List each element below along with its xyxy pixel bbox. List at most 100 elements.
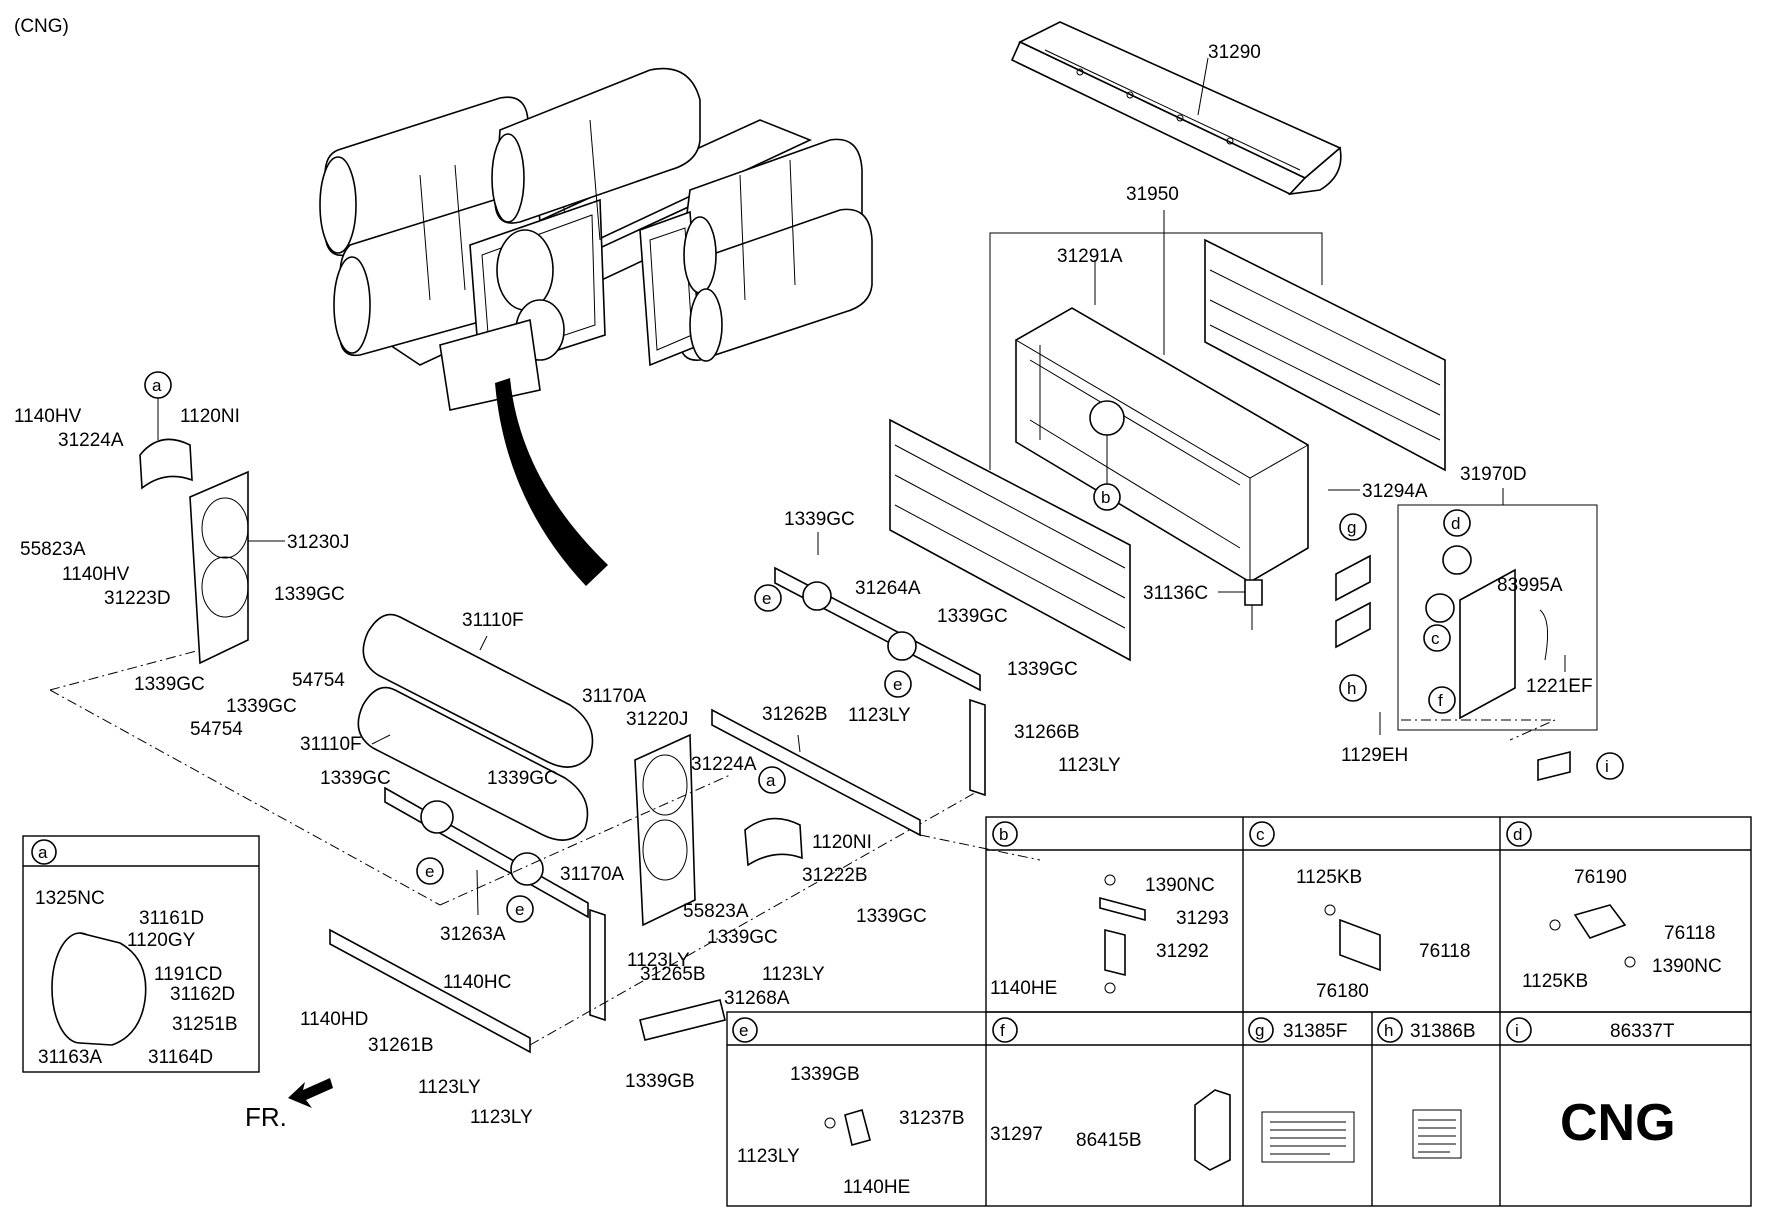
label-1339GC-i: 1339GC	[1007, 659, 1078, 680]
inset-h-part: 31386B	[1410, 1021, 1476, 1042]
label-31263A: 31263A	[440, 924, 506, 945]
callout-a-main: a	[152, 376, 162, 395]
callout-a-center: a	[766, 771, 776, 790]
inset-a-31251B: 31251B	[172, 1014, 238, 1035]
label-1123LY-d: 1123LY	[470, 1107, 533, 1128]
inset-e-31237B: 31237B	[899, 1108, 965, 1129]
label-55823A-a: 55823A	[20, 539, 86, 560]
label-31224A-a: 31224A	[58, 430, 124, 451]
inset-c: c 1125KB 76118 76180	[1249, 821, 1470, 1002]
label-1120NI-a: 1120NI	[180, 406, 240, 427]
inset-i-cng-text: CNG	[1560, 1094, 1676, 1152]
inset-c-1125KB: 1125KB	[1296, 867, 1362, 888]
inset-i: i 86337T CNG	[1506, 1017, 1676, 1152]
tank-bracket-31220J	[634, 733, 696, 927]
inset-f: f 31297 86415B	[990, 1017, 1231, 1171]
callout-c-main: c	[1431, 629, 1440, 648]
label-31110F-b: 31110F	[300, 734, 362, 755]
label-31220J: 31220J	[626, 709, 688, 730]
inset-c-tag: c	[1256, 825, 1265, 844]
label-1339GC-d: 1339GC	[320, 768, 391, 789]
inset-c-76180: 76180	[1316, 981, 1369, 1002]
inset-e-tag: e	[739, 1021, 748, 1040]
exploded-view-arrow	[495, 378, 608, 586]
label-1140HV-b: 1140HV	[62, 564, 130, 585]
inset-a-31164D: 31164D	[148, 1047, 213, 1068]
label-31170A-b: 31170A	[560, 864, 624, 885]
label-54754-b: 54754	[190, 719, 243, 740]
inset-b-31293: 31293	[1176, 908, 1229, 929]
callout-d-main: d	[1451, 514, 1460, 533]
inset-b-31292: 31292	[1156, 941, 1209, 962]
label-54754-a: 54754	[292, 670, 345, 691]
label-31223D: 31223D	[104, 588, 171, 609]
crossmember-31261B	[329, 928, 531, 1054]
label-31110F-a: 31110F	[462, 610, 524, 631]
tank-strap-left	[139, 438, 193, 490]
label-1140HC: 1140HC	[443, 972, 511, 993]
label-31262B: 31262B	[762, 704, 828, 725]
inset-h: h 31386B	[1377, 1017, 1476, 1159]
label-1339GC-h: 1339GC	[937, 606, 1008, 627]
inset-a-tag: a	[38, 843, 48, 862]
inset-d-76190: 76190	[1574, 867, 1627, 888]
inset-g: g 31385F	[1248, 1017, 1355, 1163]
callout-f-main: f	[1438, 691, 1443, 710]
inset-b-tag: b	[999, 825, 1008, 844]
inset-b-1390NC: 1390NC	[1145, 875, 1215, 896]
label-1140HD: 1140HD	[300, 1009, 368, 1030]
inset-d-76118: 76118	[1664, 923, 1715, 944]
inset-g-part: 31385F	[1283, 1021, 1347, 1042]
label-31261B: 31261B	[368, 1035, 434, 1056]
label-83995A: 83995A	[1497, 575, 1563, 596]
label-31291A: 31291A	[1057, 246, 1123, 267]
inset-i-part: 86337T	[1610, 1021, 1675, 1042]
inset-h-tag: h	[1384, 1021, 1393, 1040]
callout-b: b	[1101, 488, 1110, 507]
label-1221EF: 1221EF	[1526, 676, 1593, 697]
label-31224A-b: 31224A	[691, 754, 757, 775]
inset-f-tag: f	[1000, 1021, 1005, 1040]
label-1120NI-b: 1120NI	[812, 832, 872, 853]
label-31265B: 31265B	[640, 964, 706, 985]
inset-d-1390NC: 1390NC	[1652, 956, 1722, 977]
label-plate	[1459, 568, 1516, 720]
inset-a-1120GY: 1120GY	[127, 930, 196, 951]
callout-e-3: e	[762, 589, 771, 608]
label-31136C: 31136C	[1143, 583, 1208, 604]
callout-i-main: i	[1605, 757, 1609, 776]
label-31970D: 31970D	[1460, 464, 1527, 485]
callout-e-2: e	[515, 900, 524, 919]
label-1123LY-f: 1123LY	[1058, 755, 1121, 776]
inset-e-1140HE: 1140HE	[843, 1177, 910, 1198]
label-1123LY-e: 1123LY	[848, 705, 911, 726]
label-1123LY-c: 1123LY	[418, 1077, 481, 1098]
label-31170A-a: 31170A	[582, 686, 646, 707]
inset-f-86415B: 86415B	[1076, 1130, 1142, 1151]
callout-e-4: e	[893, 675, 902, 694]
side-panel-front	[889, 418, 1131, 662]
label-1123LY-b: 1123LY	[762, 964, 825, 985]
inset-a: a 1325NC 31161D 1120GY 1191CD 31162D 312…	[22, 835, 260, 1073]
label-31268A: 31268A	[724, 988, 790, 1009]
label-1140HV-a: 1140HV	[14, 406, 82, 427]
inset-c-76118: 76118	[1419, 941, 1470, 962]
inset-a-31162D: 31162D	[170, 984, 235, 1005]
label-1339GB: 1339GB	[625, 1071, 695, 1092]
inset-e-1339GB: 1339GB	[790, 1064, 860, 1085]
cover-31290-drawing	[1010, 21, 1342, 196]
inset-b-1140HE: 1140HE	[990, 978, 1057, 999]
label-31294A: 31294A	[1362, 481, 1428, 502]
chassis-tank-rack-drawing	[319, 67, 873, 411]
inset-i-tag: i	[1515, 1021, 1519, 1040]
label-1123LY-a: 1123LY	[627, 950, 690, 971]
inset-a-31163A: 31163A	[38, 1047, 102, 1068]
inset-d: d 76190 76118 1125KB 1390NC	[1506, 821, 1722, 992]
label-1339GC-e: 1339GC	[487, 768, 558, 789]
callout-g-main: g	[1347, 518, 1356, 537]
tank-strap-center	[744, 817, 803, 867]
label-31222B: 31222B	[802, 865, 868, 886]
front-arrow-icon	[288, 1078, 333, 1108]
label-31264A: 31264A	[855, 578, 921, 599]
